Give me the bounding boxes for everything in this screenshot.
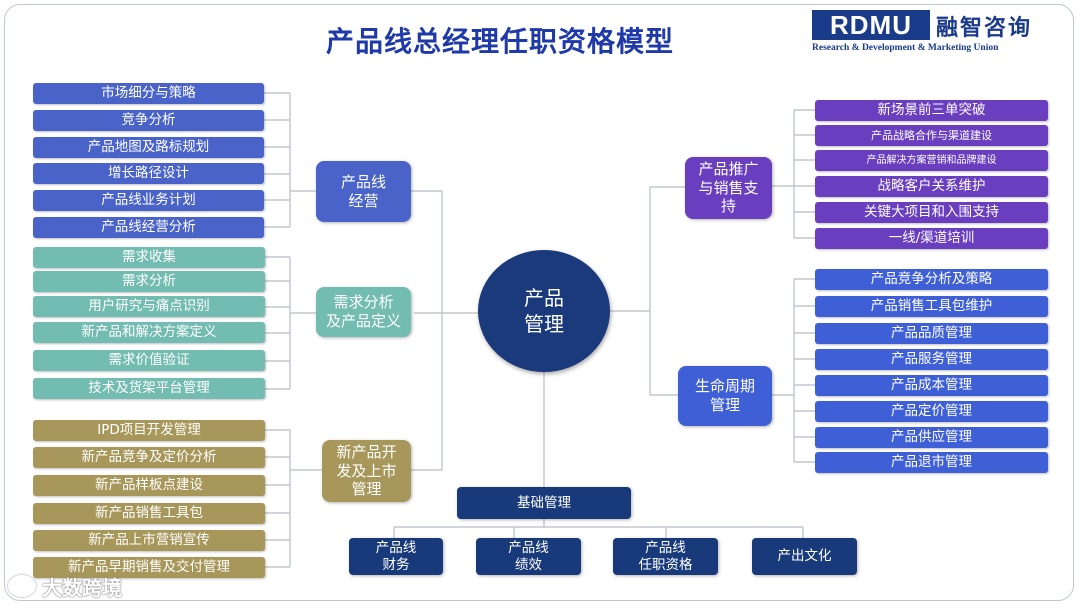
list-item: 新场景前三单突破 [815,100,1048,121]
logo-tagline: Research & Development & Marketing Union [812,43,999,53]
logo-brand: RDMU [812,10,930,40]
watermark-logo-icon [8,575,36,597]
foundation-management: 基础管理 [457,487,631,519]
list-item: 产品服务管理 [815,349,1048,370]
hub-promotion-sales-support: 产品推广 与销售支 持 [685,157,772,219]
list-item: 新产品样板点建设 [33,475,265,496]
hub-lifecycle-management: 生命周期 管理 [678,366,772,426]
watermark-text: 大数跨境 [42,575,122,600]
list-item: 产品线业务计划 [33,190,264,211]
foundation-item-performance: 产品线 绩效 [476,538,581,575]
list-item: 需求收集 [33,247,265,268]
list-item: 技术及货架平台管理 [33,378,265,399]
watermark: 大数跨境 [8,572,122,600]
list-item: 产品战略合作与渠道建设 [815,125,1048,146]
list-item: 产品定价管理 [815,401,1048,422]
list-item: 产品解决方案营销和品牌建设 [815,150,1048,171]
list-item: 新产品竞争及定价分析 [33,447,265,468]
list-item: 新产品上市营销宣传 [33,530,265,551]
list-item: 产品竞争分析及策略 [815,269,1048,290]
slide-frame [4,4,1074,601]
hub-new-product-launch: 新产品开 发及上市 管理 [322,440,411,502]
list-item: 关键大项目和入围支持 [815,202,1048,223]
page-title: 产品线总经理任职资格模型 [325,25,674,58]
list-item: IPD项目开发管理 [33,420,265,441]
list-item: 产品线经营分析 [33,217,264,238]
product-management-center: 产品 管理 [478,250,610,372]
rdmu-logo: RDMU 融智咨询 Research & Development & Marke… [810,10,1065,60]
list-item: 产品供应管理 [815,427,1048,448]
hub-requirement-analysis: 需求分析 及产品定义 [316,287,411,337]
list-item: 新产品销售工具包 [33,503,265,524]
hub-product-line-operation: 产品线 经营 [316,161,411,222]
list-item: 市场细分与策略 [33,83,264,104]
list-item: 战略客户关系维护 [815,176,1048,197]
foundation-item-culture: 产出文化 [752,538,857,575]
list-item: 一线/渠道培训 [815,228,1048,249]
foundation-item-finance: 产品线 财务 [349,538,443,575]
list-item: 产品退市管理 [815,452,1048,473]
logo-name-cn: 融智咨询 [936,15,1033,41]
list-item: 产品地图及路标规划 [33,137,264,158]
foundation-item-qualification: 产品线 任职资格 [613,538,718,575]
list-item: 用户研究与痛点识别 [33,296,265,317]
list-item: 产品品质管理 [815,323,1048,344]
list-item: 增长路径设计 [33,163,264,184]
list-item: 竞争分析 [33,110,264,131]
list-item: 产品销售工具包维护 [815,296,1048,317]
list-item: 新产品早期销售及交付管理 [33,557,265,578]
list-item: 需求价值验证 [33,350,265,371]
list-item: 新产品和解决方案定义 [33,322,265,343]
list-item: 产品成本管理 [815,375,1048,396]
list-item: 需求分析 [33,271,265,292]
